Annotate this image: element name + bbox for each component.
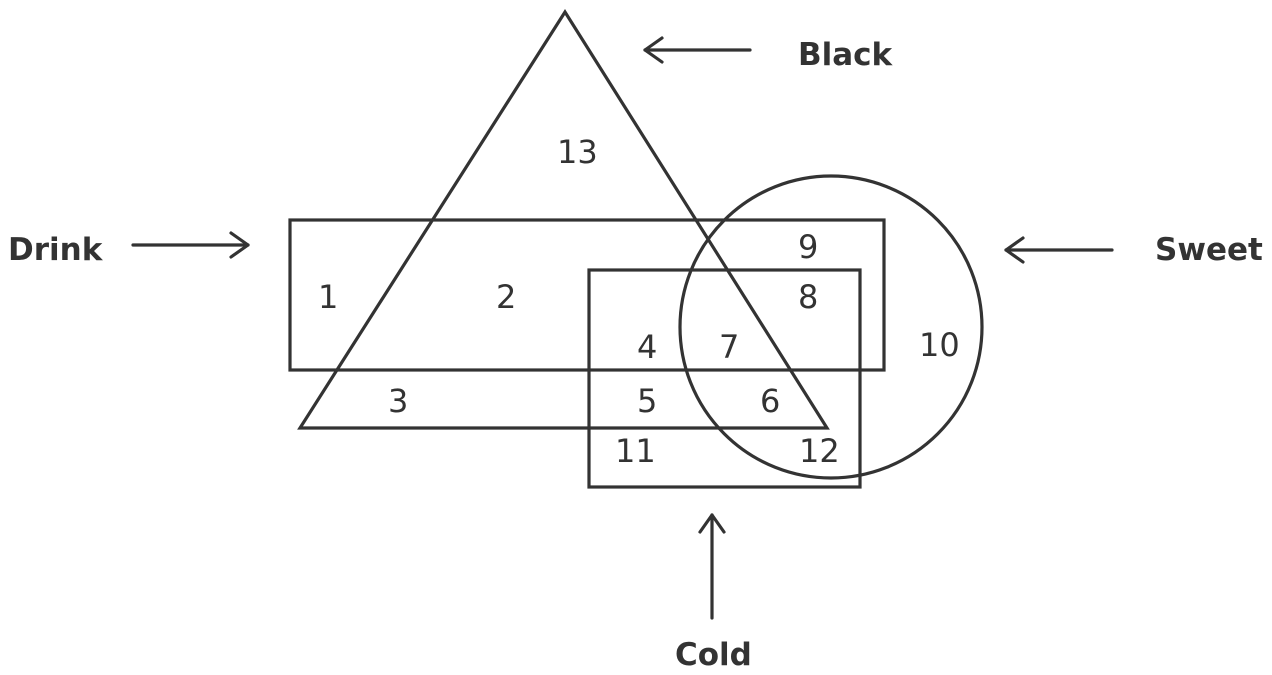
drink-rectangle — [288, 218, 886, 372]
region-number: 8 — [798, 278, 818, 316]
region-number: 10 — [919, 326, 960, 364]
black-arrow-icon — [643, 36, 752, 64]
region-number: 9 — [798, 228, 818, 266]
region-number: 6 — [760, 382, 780, 420]
sweet-label: Sweet — [1155, 232, 1263, 268]
region-number: 1 — [318, 278, 338, 316]
region-number: 2 — [496, 278, 516, 316]
sweet-arrow-icon — [1004, 236, 1114, 264]
region-number: 13 — [557, 133, 598, 171]
cold-rectangle — [587, 268, 862, 489]
region-number: 4 — [637, 328, 657, 366]
region-number: 5 — [637, 382, 657, 420]
region-number: 3 — [388, 382, 408, 420]
region-number: 7 — [719, 328, 739, 366]
cold-arrow-icon — [698, 513, 726, 620]
drink-label: Drink — [8, 232, 104, 268]
black-label: Black — [798, 37, 894, 73]
sweet-circle — [678, 174, 984, 480]
region-number: 12 — [799, 432, 840, 470]
region-number: 11 — [615, 432, 656, 470]
cold-label: Cold — [675, 637, 752, 673]
drink-arrow-icon — [131, 231, 250, 259]
